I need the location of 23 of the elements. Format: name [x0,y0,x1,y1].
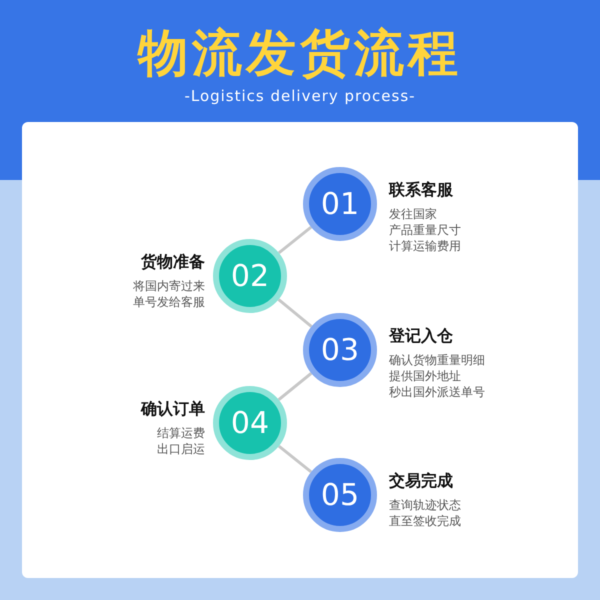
step-description: 将国内寄过来 [133,278,205,294]
subtitle: -Logistics delivery process- [183,87,417,105]
connector-line [278,226,312,254]
step-heading: 联系客服 [389,180,453,200]
connector-line [278,298,312,328]
step-heading: 确认订单 [141,399,205,419]
step-description: 查询轨迹状态 [389,497,461,513]
step-description: 发往国家 [389,206,437,222]
step-heading: 交易完成 [389,471,453,491]
step-heading: 货物准备 [141,252,205,272]
step-description: 直至签收完成 [389,513,461,529]
step-description: 出口启运 [157,441,205,457]
step-description: 提供国外地址 [389,368,461,384]
connector-line [278,444,312,474]
step-description: 结算运费 [157,425,205,441]
title: 物流发货流程 [136,23,463,84]
step-description: 单号发给客服 [133,294,205,310]
step-description: 确认货物重量明细 [389,352,485,368]
step-description: 计算运输费用 [389,238,461,254]
connector-line [278,372,312,401]
step-description: 秒出国外派送单号 [389,384,485,400]
step-description: 产品重量尺寸 [389,222,461,238]
step-heading: 登记入仓 [389,326,453,346]
